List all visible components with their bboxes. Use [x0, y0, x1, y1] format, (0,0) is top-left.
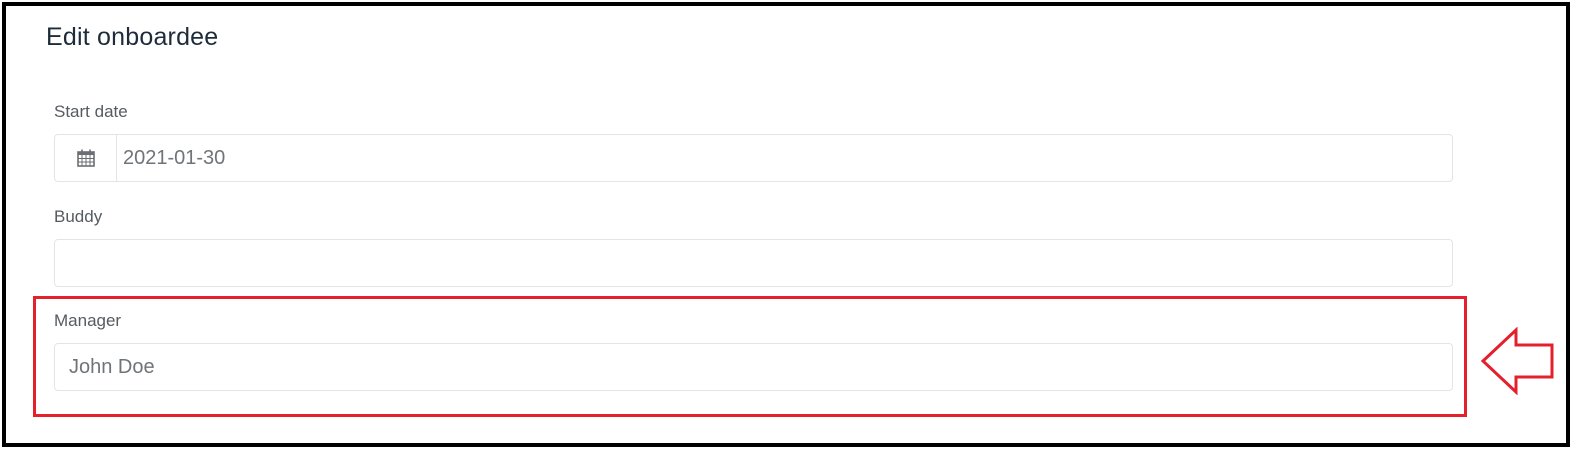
buddy-input[interactable]: [54, 239, 1453, 287]
manager-label: Manager: [54, 311, 122, 330]
start-date-value: 2021-01-30: [123, 147, 226, 169]
left-arrow-icon: [1480, 326, 1556, 400]
manager-highlight-box: [33, 296, 1467, 417]
manager-value: John Doe: [69, 356, 155, 378]
screenshot-frame: Edit onboardee Start date 2021-01-30 Bud…: [2, 2, 1570, 447]
calendar-icon[interactable]: [55, 135, 117, 181]
start-date-label: Start date: [54, 102, 128, 121]
manager-input[interactable]: John Doe: [54, 343, 1453, 391]
buddy-label: Buddy: [54, 207, 103, 226]
page-title: Edit onboardee: [46, 23, 219, 51]
start-date-field[interactable]: 2021-01-30: [54, 134, 1453, 182]
